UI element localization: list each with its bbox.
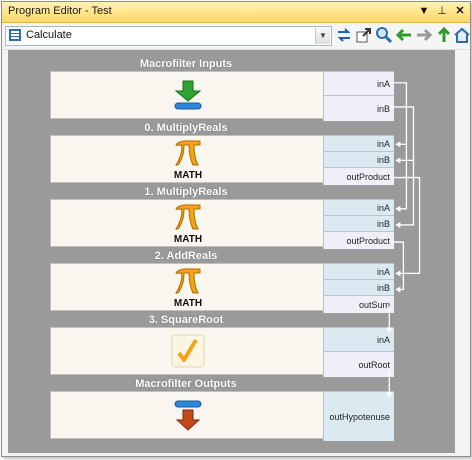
multiplyreals-1-block[interactable]: MATH inA inB outProduct <box>50 199 394 249</box>
macrofilter-inputs-block[interactable]: inA inB <box>50 71 394 121</box>
dropdown-arrow-icon[interactable]: ▼ <box>418 5 430 17</box>
addreals-2-block[interactable]: MATH inA inB outSum <box>50 263 394 313</box>
forward-arrow-icon[interactable] <box>415 26 433 44</box>
port-ina[interactable]: inA <box>323 199 394 215</box>
macrofilter-icon <box>9 29 21 41</box>
program-canvas[interactable]: Macrofilter Inputs inA inB 0. MultiplyRe… <box>8 50 455 453</box>
block-header-addreals-2: 2. AddReals <box>154 250 218 262</box>
back-arrow-icon[interactable] <box>395 26 413 44</box>
math-label: MATH <box>173 298 203 309</box>
block-header-macrofilter-inputs: Macrofilter Inputs <box>139 58 233 70</box>
swap-icon[interactable] <box>335 26 353 44</box>
squareroot-3-block[interactable]: inA outRoot <box>50 327 394 377</box>
port-inb[interactable]: inB <box>323 95 394 121</box>
block-header-squareroot-3: 3. SquareRoot <box>148 314 224 326</box>
up-arrow-icon[interactable] <box>435 26 453 44</box>
search-icon[interactable] <box>375 26 393 44</box>
port-inb[interactable]: inB <box>323 215 394 231</box>
macrofilter-select[interactable]: Calculate ▼ <box>5 26 332 46</box>
multiplyreals-0-block[interactable]: MATH inA inB outProduct <box>50 135 394 185</box>
pi-icon <box>175 268 201 294</box>
port-ina[interactable]: inA <box>323 327 394 351</box>
math-label: MATH <box>173 234 203 245</box>
port-ina[interactable]: inA <box>323 135 394 151</box>
port-outhypotenuse[interactable]: outHypotenuse <box>323 391 394 441</box>
port-outsum[interactable]: outSum <box>323 295 394 313</box>
square-root-icon <box>171 334 205 368</box>
port-inb[interactable]: inB <box>323 279 394 295</box>
block-header-multiplyreals-1: 1. MultiplyReals <box>144 186 228 198</box>
close-icon[interactable]: ✕ <box>455 5 465 17</box>
block-header-macrofilter-outputs: Macrofilter Outputs <box>135 378 237 390</box>
title-bar: Program Editor - Test ▼ ⊥ ✕ <box>2 2 470 23</box>
macrofilter-select-value: Calculate <box>26 29 72 41</box>
macrofilter-outputs-block[interactable]: outHypotenuse <box>50 391 394 441</box>
pin-icon[interactable]: ⊥ <box>437 5 447 17</box>
window-title: Program Editor - Test <box>8 5 112 17</box>
port-outroot[interactable]: outRoot <box>323 351 394 377</box>
home-icon[interactable] <box>453 26 470 44</box>
port-inb[interactable]: inB <box>323 151 394 167</box>
input-arrow-down-icon <box>174 80 202 110</box>
export-icon[interactable] <box>355 26 373 44</box>
chevron-down-icon[interactable]: ▼ <box>315 28 330 44</box>
output-arrow-down-icon <box>174 400 202 431</box>
pi-icon <box>175 140 201 166</box>
block-header-multiplyreals-0: 0. MultiplyReals <box>144 122 228 134</box>
port-ina[interactable]: inA <box>323 71 394 95</box>
toolbar: Calculate ▼ <box>2 23 470 50</box>
port-outproduct[interactable]: outProduct <box>323 167 394 185</box>
pi-icon <box>175 204 201 230</box>
port-ina[interactable]: inA <box>323 263 394 279</box>
math-label: MATH <box>173 170 203 181</box>
port-outproduct[interactable]: outProduct <box>323 231 394 249</box>
